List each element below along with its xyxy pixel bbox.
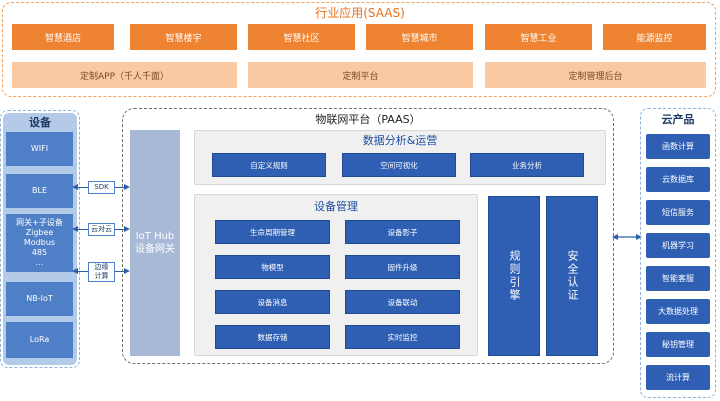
device-shadow-button[interactable]: 设备影子 (345, 220, 460, 244)
saas-container (2, 2, 716, 97)
cloud-smart-customer-service[interactable]: 智能客服 (646, 266, 710, 291)
cloud-to-cloud-label: 云对云 (88, 223, 115, 236)
iot-hub-gateway[interactable]: IoT Hub 设备网关 (130, 130, 180, 356)
device-linkage-button[interactable]: 设备联动 (345, 290, 460, 314)
paas-cloud-arrow (612, 234, 642, 240)
saas-app-city[interactable]: 智慧城市 (366, 24, 473, 50)
connector-arrowheads (72, 184, 130, 274)
lifecycle-management-button[interactable]: 生命周期管理 (215, 220, 330, 244)
cloud-key-management[interactable]: 秘钥管理 (646, 332, 710, 357)
cloud-database[interactable]: 云数据库 (646, 167, 710, 192)
cloud-stream-compute[interactable]: 流计算 (646, 365, 710, 390)
device-gateway[interactable]: 网关+子设备 Zigbee Modbus 485 ... (6, 214, 73, 272)
paas-title: 物联网平台（PAAS） (315, 113, 421, 126)
saas-app-energy[interactable]: 能源监控 (603, 24, 706, 50)
device-messages-button[interactable]: 设备消息 (215, 290, 330, 314)
saas-custom-app[interactable]: 定制APP（千人千面） (12, 62, 237, 88)
devices-title: 设备 (29, 116, 51, 129)
firmware-upgrade-button[interactable]: 固件升级 (345, 255, 460, 279)
realtime-monitoring-button[interactable]: 实时监控 (345, 325, 460, 349)
cloud-products-title: 云产品 (661, 113, 695, 126)
cloud-function-compute[interactable]: 函数计算 (646, 134, 710, 159)
saas-app-community[interactable]: 智慧社区 (248, 24, 355, 50)
saas-custom-platform[interactable]: 定制平台 (248, 62, 473, 88)
sdk-label: SDK (88, 181, 115, 194)
thing-model-button[interactable]: 物模型 (215, 255, 330, 279)
business-analysis-button[interactable]: 业务分析 (470, 153, 584, 177)
cloud-big-data[interactable]: 大数据处理 (646, 299, 710, 324)
cloud-sms-service[interactable]: 短信服务 (646, 200, 710, 225)
cloud-products-container (640, 108, 716, 398)
saas-app-hotel[interactable]: 智慧酒店 (12, 24, 114, 50)
security-auth-block[interactable]: 安全认证 (546, 196, 598, 356)
paas-container (122, 108, 614, 364)
data-storage-button[interactable]: 数据存储 (215, 325, 330, 349)
analytics-title: 数据分析&运营 (362, 134, 438, 147)
custom-rules-button[interactable]: 自定义规则 (212, 153, 326, 177)
rule-engine-block[interactable]: 规则引擎 (488, 196, 540, 356)
saas-app-building[interactable]: 智慧楼宇 (130, 24, 237, 50)
device-ble[interactable]: BLE (6, 174, 73, 208)
saas-title: 行业应用(SAAS) (315, 5, 405, 20)
device-management-title: 设备管理 (314, 200, 358, 213)
saas-custom-admin[interactable]: 定制管理后台 (485, 62, 706, 88)
saas-app-industry[interactable]: 智慧工业 (485, 24, 592, 50)
device-wifi[interactable]: WIFI (6, 132, 73, 166)
spatial-visualization-button[interactable]: 空间可视化 (342, 153, 456, 177)
device-nb-iot[interactable]: NB-IoT (6, 282, 73, 316)
edge-computing-label: 边缘 计算 (88, 262, 115, 282)
device-lora[interactable]: LoRa (6, 322, 73, 358)
cloud-machine-learning[interactable]: 机器学习 (646, 233, 710, 258)
